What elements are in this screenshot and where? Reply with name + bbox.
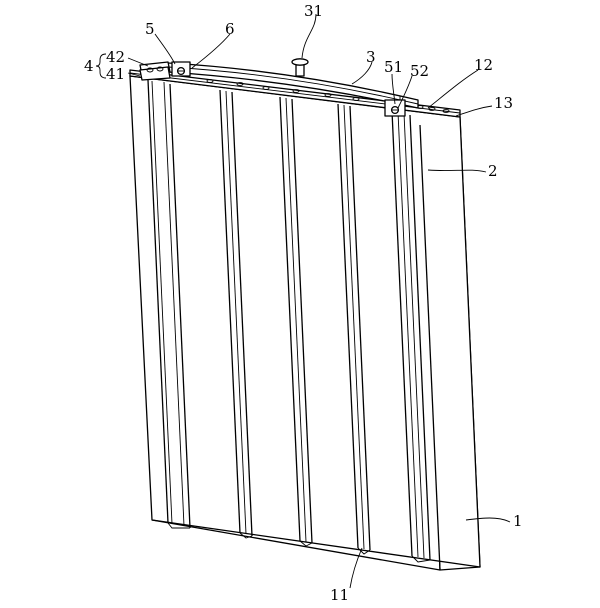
label-52: 52 [410, 62, 429, 80]
hole-icon [292, 89, 300, 93]
label-31: 31 [304, 2, 323, 20]
label-51: 51 [384, 58, 403, 76]
hole-icon [324, 93, 332, 97]
label-13: 13 [494, 94, 513, 112]
panel-ribs [147, 79, 431, 563]
reference-labels: 31 5 6 3 51 52 12 13 2 1 11 4 42 41 [84, 2, 523, 604]
screw-icon [156, 66, 164, 72]
label-12: 12 [474, 56, 493, 74]
label-3: 3 [366, 48, 376, 66]
label-11: 11 [330, 586, 349, 603]
hole-icon [206, 79, 214, 83]
label-6: 6 [225, 20, 235, 38]
label-5: 5 [145, 20, 155, 38]
leader-lines [95, 13, 511, 589]
panel-body [129, 75, 481, 571]
hole-icon [262, 86, 270, 90]
hole-icon [442, 109, 450, 113]
hole-icon [352, 97, 360, 101]
knob-31 [291, 58, 309, 77]
left-clamp [139, 61, 191, 81]
screw-icon [146, 67, 154, 73]
label-1: 1 [513, 512, 523, 530]
label-42: 42 [106, 48, 125, 66]
hole-icon [428, 107, 436, 111]
hole-icon [236, 82, 244, 86]
label-41: 41 [106, 65, 125, 83]
label-4: 4 [84, 57, 94, 75]
label-2: 2 [488, 162, 498, 180]
